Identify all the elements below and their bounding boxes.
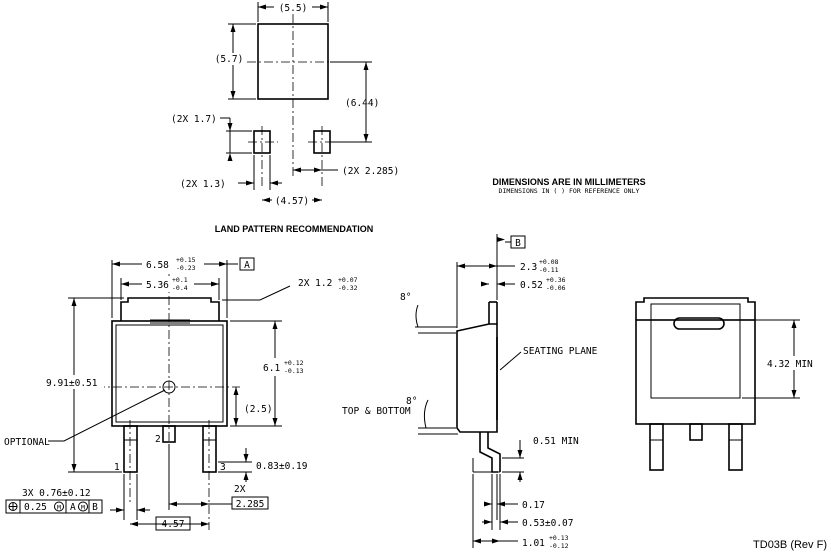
dim-lead-tolerance: 3X 0.76±0.12 xyxy=(22,488,91,499)
svg-text:-0.06: -0.06 xyxy=(546,284,566,292)
dim-pad-height: (5.7) xyxy=(215,54,244,65)
angle-bottom: 8° xyxy=(406,396,417,407)
front-view: 1 2 3 6.58 +0.15 -0.23 A 5.36 +0.1 -0.4 … xyxy=(4,256,358,531)
datum-b: B xyxy=(515,238,521,249)
dim-lead-thickness: 0.53±0.07 xyxy=(522,518,573,529)
dim-lead-ref: (2.5) xyxy=(244,404,273,415)
svg-text:M: M xyxy=(57,504,61,512)
dim-standoff: 0.17 xyxy=(522,500,545,511)
pin-1-label: 1 xyxy=(114,462,120,473)
dim-lead-min: 0.51 MIN xyxy=(533,436,579,447)
back-body xyxy=(635,319,756,425)
pitch-count: 2X xyxy=(234,484,246,495)
svg-text:+0.36: +0.36 xyxy=(546,276,566,284)
svg-text:+0.12: +0.12 xyxy=(284,359,304,367)
datum-a: A xyxy=(244,260,250,271)
svg-text:-0.32: -0.32 xyxy=(338,284,358,292)
top-bottom-label: TOP & BOTTOM xyxy=(342,406,411,417)
angle-top: 8° xyxy=(400,292,411,303)
datum-a-box xyxy=(239,257,255,271)
svg-text:A: A xyxy=(70,502,76,513)
dim-foot: 1.01 xyxy=(522,538,545,549)
svg-text:-0.11: -0.11 xyxy=(539,266,559,274)
land-pattern-title: LAND PATTERN RECOMMENDATION xyxy=(215,224,374,234)
svg-text:-0.4: -0.4 xyxy=(172,284,188,292)
svg-text:+0.07: +0.07 xyxy=(338,276,358,284)
dim-thickness: 2.3 xyxy=(520,262,537,273)
dim-small-pad-width: (2X 1.3) xyxy=(180,179,226,190)
dimension-notes: DIMENSIONS ARE IN MILLIMETERS DIMENSIONS… xyxy=(492,177,645,195)
dim-pad-spacing: (4.57) xyxy=(275,196,309,207)
side-body xyxy=(456,323,498,433)
dim-tab-thickness: 0.52 xyxy=(520,280,543,291)
dim-body-height: 6.1 xyxy=(263,363,280,374)
optional-label: OPTIONAL xyxy=(4,437,50,448)
dim-small-pad-offset: (2X 2.285) xyxy=(342,166,399,177)
seating-plane-label: SEATING PLANE xyxy=(523,346,598,357)
package-body xyxy=(111,320,228,427)
svg-text:M: M xyxy=(81,504,85,512)
svg-text:+0.08: +0.08 xyxy=(539,258,559,266)
pin-2-label: 2 xyxy=(155,434,161,445)
dim-pitch: 2.285 xyxy=(236,499,265,510)
svg-text:+0.1: +0.1 xyxy=(172,276,188,284)
lead-3 xyxy=(202,425,217,473)
svg-text:+0.13: +0.13 xyxy=(549,534,569,542)
svg-text:B: B xyxy=(92,502,98,513)
svg-text:-0.13: -0.13 xyxy=(284,367,304,375)
dim-pitch-vertical: (6.44) xyxy=(345,98,379,109)
dim-spacing: 4.57 xyxy=(162,519,185,530)
dim-lead-width: 0.83±0.19 xyxy=(256,461,308,472)
drawing-id: TD03B (Rev F) xyxy=(753,539,827,551)
dim-chamfer: 2X 1.2 xyxy=(298,278,332,289)
land-pattern-view: (5.5) (5.7) (6.44) (2X 1.7) (2X 1.3) xyxy=(171,1,399,234)
svg-text:+0.15: +0.15 xyxy=(176,256,196,264)
pin-3-label: 3 xyxy=(220,462,226,473)
svg-text:-0.23: -0.23 xyxy=(176,264,196,272)
back-view: 4.32 MIN xyxy=(635,297,830,471)
dim-small-pad-height: (2X 1.7) xyxy=(171,114,217,125)
svg-text:0.25: 0.25 xyxy=(24,502,47,513)
dim-pad-width: (5.5) xyxy=(279,3,308,14)
dim-height: 9.91±0.51 xyxy=(46,378,98,389)
svg-text:-0.12: -0.12 xyxy=(549,542,569,550)
feature-control-frame: 0.25 M A M B xyxy=(5,499,103,514)
lead-1 xyxy=(123,425,138,473)
mounting-slot xyxy=(673,317,725,330)
dim-width: 6.58 xyxy=(146,260,169,271)
side-view: B 2.3 +0.08 -0.11 0.52 +0.36 -0.06 8° SE… xyxy=(342,234,598,550)
units-title: DIMENSIONS ARE IN MILLIMETERS xyxy=(492,177,645,187)
units-subtitle: DIMENSIONS IN ( ) FOR REFERENCE ONLY xyxy=(499,187,640,195)
dim-height-min: 4.32 MIN xyxy=(767,359,813,370)
dim-tab-width: 5.36 xyxy=(146,280,169,291)
lead-2 xyxy=(162,425,176,443)
